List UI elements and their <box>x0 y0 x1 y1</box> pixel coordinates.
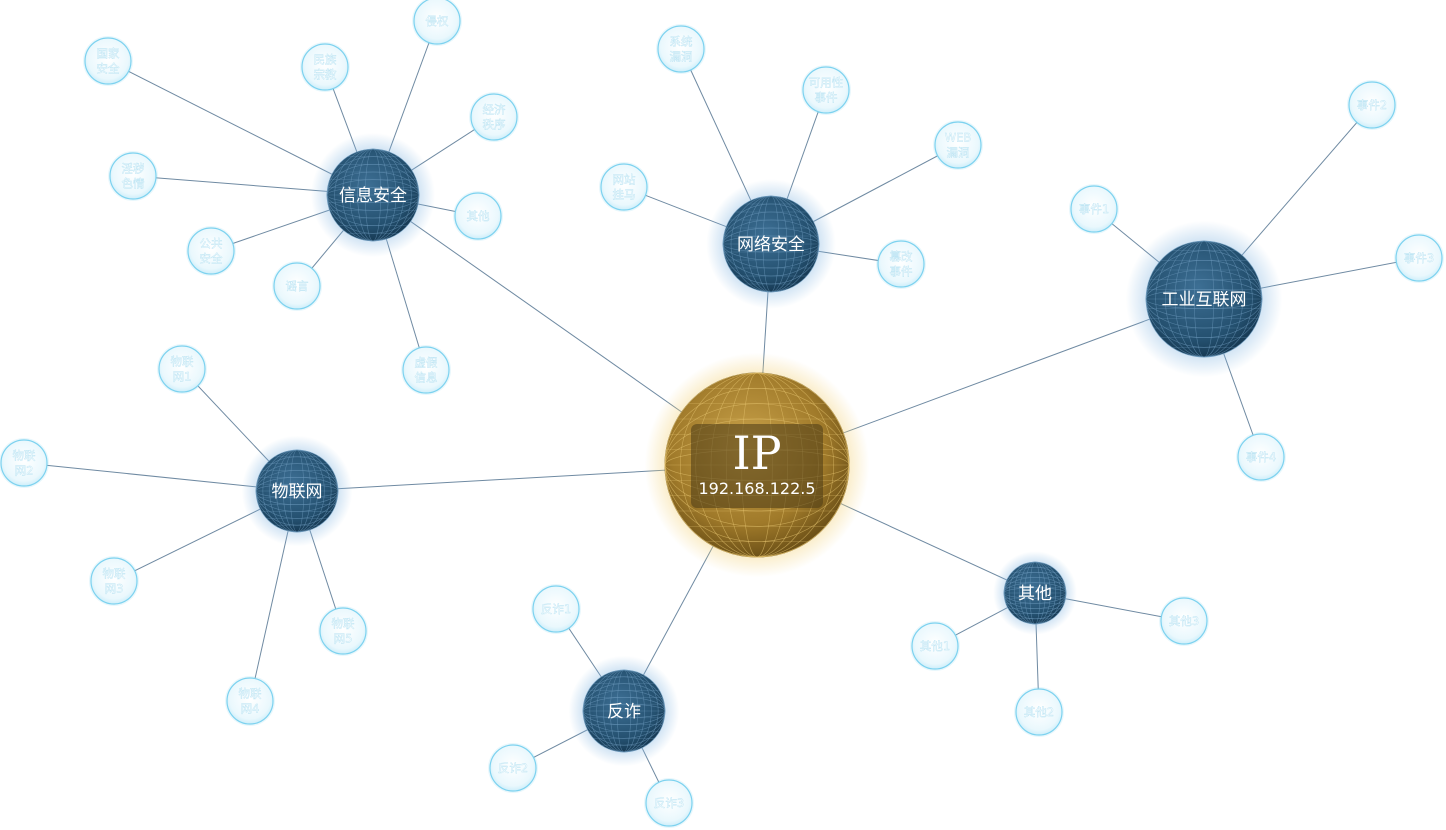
leaf-label: 物联 <box>239 687 262 701</box>
leaf-label: 反诈2 <box>498 761 528 775</box>
leaf-label: 信息 <box>415 371 438 385</box>
leaf-label: 反诈3 <box>654 796 684 810</box>
category-hub[interactable]: 其他 <box>993 551 1077 635</box>
leaf-label: 其他2 <box>1024 705 1054 719</box>
leaf-node[interactable]: 反诈1 <box>531 584 581 634</box>
leaf-label: WEB <box>945 131 972 145</box>
center-title: IP <box>732 426 781 480</box>
leaf-label: 漏洞 <box>670 50 693 64</box>
category-label: 物联网 <box>272 482 323 502</box>
leaf-node[interactable]: 谣言 <box>272 261 322 311</box>
leaf-node[interactable]: 事件3 <box>1394 233 1444 283</box>
category-label: 其他 <box>1018 584 1052 604</box>
leaf-node[interactable]: 其他3 <box>1159 596 1209 646</box>
leaf-label: 其他1 <box>920 639 950 653</box>
category-hub[interactable]: 物联网 <box>241 435 353 547</box>
leaf-node[interactable]: 事件4 <box>1236 432 1286 482</box>
leaf-label: 安全 <box>200 252 223 266</box>
leaf-label: 秩序 <box>483 118 506 132</box>
category-hub[interactable]: 工业互联网 <box>1125 220 1283 378</box>
leaf-label: 谣言 <box>286 279 309 293</box>
leaf-label: 宗教 <box>314 68 337 82</box>
leaf-node[interactable]: 事件2 <box>1347 80 1397 130</box>
leaf-label: 篡改 <box>890 250 913 264</box>
category-label: 网络安全 <box>737 235 805 255</box>
leaf-label: 事件 <box>890 265 913 279</box>
leaf-label: 物联 <box>171 355 194 369</box>
leaf-label: 国家 <box>97 47 120 61</box>
leaf-label: 网4 <box>241 702 260 716</box>
leaf-label: 物联 <box>103 567 126 581</box>
leaf-label: 事件3 <box>1404 251 1434 265</box>
leaf-label: 挂马 <box>613 188 636 202</box>
leaf-label: 事件2 <box>1357 98 1387 112</box>
leaf-label: 虚假 <box>415 356 438 370</box>
leaf-label: 安全 <box>97 62 120 76</box>
category-label: 信息安全 <box>339 186 407 206</box>
leaf-label: 事件1 <box>1079 202 1109 216</box>
leaf-label: 系统 <box>670 35 693 49</box>
leaf-label: 经济 <box>483 103 506 117</box>
leaf-node[interactable]: 反诈3 <box>644 778 694 828</box>
leaf-node[interactable]: 反诈2 <box>488 743 538 793</box>
leaf-label: 侵权 <box>426 14 449 28</box>
leaf-label: 民族 <box>314 53 337 67</box>
leaf-label: 网3 <box>105 582 124 596</box>
leaf-label: 淫秽 <box>122 162 145 176</box>
leaf-node[interactable]: 其他1 <box>910 621 960 671</box>
category-hub[interactable]: 信息安全 <box>310 132 436 258</box>
leaf-label: 色情 <box>122 177 145 191</box>
leaf-label: 其他3 <box>1169 614 1199 628</box>
leaf-node[interactable]: 侵权 <box>412 0 462 46</box>
category-hub[interactable]: 反诈 <box>568 655 680 767</box>
leaf-label: 网5 <box>334 632 353 646</box>
category-hub[interactable]: 网络安全 <box>706 179 836 309</box>
leaf-node[interactable]: 其他 <box>453 191 503 241</box>
leaf-label: 其他 <box>467 209 490 223</box>
leaf-node[interactable]: 其他2 <box>1014 687 1064 737</box>
leaf-label: 物联 <box>332 617 355 631</box>
leaf-label: 公共 <box>200 237 223 251</box>
category-label: 工业互联网 <box>1162 290 1247 310</box>
leaf-label: 漏洞 <box>947 146 970 160</box>
center-ip-address: 192.168.122.5 <box>698 479 815 498</box>
leaf-label: 网站 <box>613 173 636 187</box>
leaf-label: 事件 <box>815 91 838 105</box>
category-label: 反诈 <box>607 702 641 722</box>
leaf-label: 可用性 <box>809 76 844 90</box>
leaf-label: 网2 <box>15 464 34 478</box>
leaf-label: 物联 <box>13 449 36 463</box>
leaf-label: 网1 <box>173 370 192 384</box>
leaf-node[interactable]: 事件1 <box>1069 184 1119 234</box>
leaf-label: 反诈1 <box>541 602 571 616</box>
leaf-label: 事件4 <box>1246 450 1276 464</box>
